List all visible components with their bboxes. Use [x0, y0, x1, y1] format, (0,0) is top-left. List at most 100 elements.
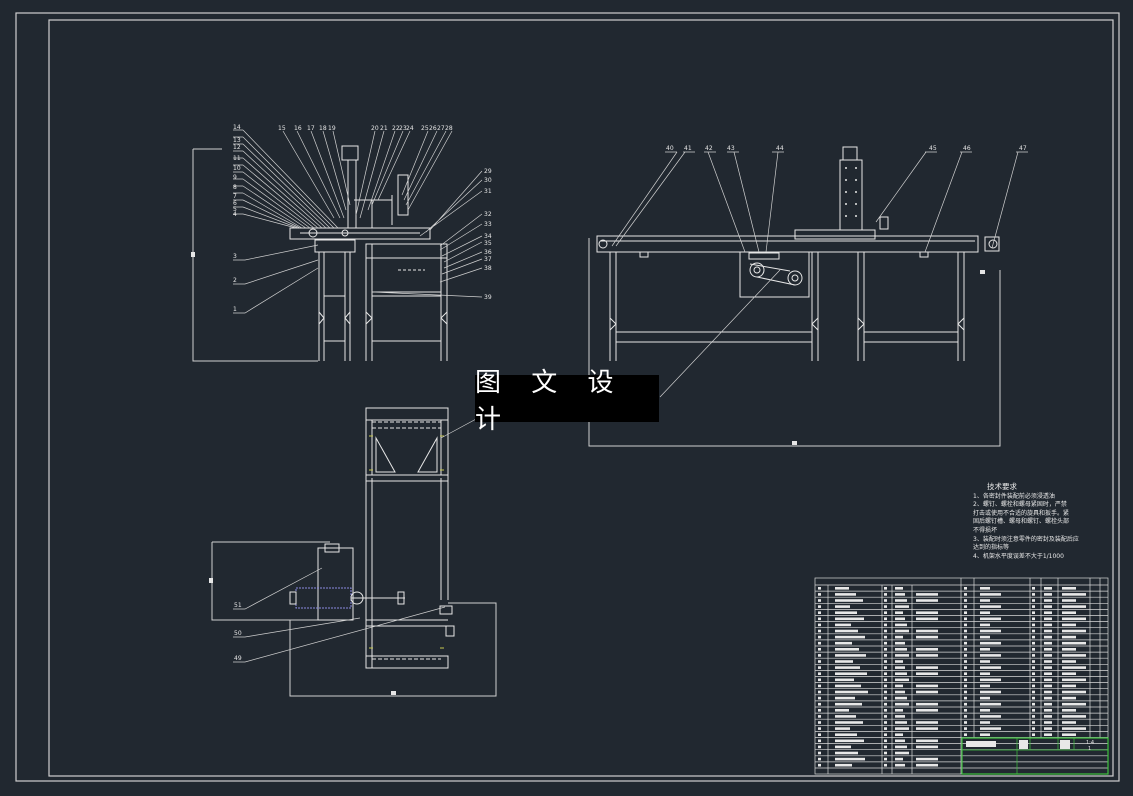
table-cell-text [818, 721, 821, 724]
table-cell-text [895, 617, 905, 621]
table-cell-text [818, 709, 821, 712]
table-cell-text [884, 593, 887, 596]
tech-req-line: 达到的指标等 [973, 544, 1010, 552]
part-label: 5 [233, 206, 237, 213]
table-cell-text [895, 654, 909, 657]
table-cell-text [980, 599, 990, 602]
side-view [192, 129, 483, 362]
table-cell-text [980, 721, 990, 724]
table-cell-text [895, 745, 907, 749]
part-label: 17 [307, 125, 315, 132]
table-cell-text [818, 727, 821, 730]
table-cell-text [1044, 617, 1052, 621]
table-cell-text [895, 611, 903, 614]
table-cell-text [835, 745, 851, 749]
table-cell-text [895, 641, 905, 645]
table-cell-text [1044, 635, 1052, 639]
table-cell-text [1044, 623, 1052, 627]
tech-req-line: 固后螺钉槽、螺母和螺钉、螺栓头部 [973, 518, 1070, 526]
table-cell-text [964, 641, 967, 645]
tech-req-line: 4、机架水平度误差不大于1/1000 [973, 552, 1064, 560]
table-cell-text [1062, 721, 1076, 724]
part-label: 45 [929, 145, 937, 152]
part-label: 19 [328, 125, 336, 132]
part-label: 36 [484, 249, 492, 256]
table-cell-text [835, 660, 853, 663]
table-cell-text [835, 690, 868, 694]
table-cell-text [916, 617, 938, 621]
table-cell-text [895, 666, 905, 669]
table-cell-text [1044, 721, 1052, 724]
table-cell-text [1032, 617, 1035, 621]
table-cell-text [835, 757, 865, 761]
part-label: 35 [484, 240, 492, 247]
front-view [588, 146, 1028, 447]
table-cell-text [884, 617, 887, 621]
table-cell-text [835, 599, 863, 602]
table-cell-text [1044, 599, 1052, 602]
tech-req-title: 技术要求 [987, 482, 1017, 491]
part-label: 24 [406, 125, 414, 132]
table-cell-text [1044, 733, 1052, 736]
table-cell-text [980, 733, 990, 736]
top-view-labels: 51 50 49 [234, 602, 242, 662]
table-cell-text [964, 617, 967, 621]
table-cell-text [916, 763, 938, 767]
table-cell-text [895, 733, 903, 736]
table-cell-text [1032, 623, 1035, 627]
table-cell-text [884, 629, 887, 633]
table-cell-text [1044, 587, 1052, 590]
table-cell-text [1044, 709, 1052, 712]
table-cell-text [1032, 641, 1035, 645]
table-cell-text [1062, 654, 1086, 657]
tech-req-line: 不得损坏 [973, 526, 998, 534]
table-cell-text [884, 733, 887, 736]
table-cell-text [818, 648, 821, 651]
table-cell-text [1044, 629, 1052, 633]
table-cell-text [818, 678, 821, 682]
table-cell-text [884, 702, 887, 706]
table-cell-text [818, 696, 821, 700]
table-cell-text [835, 635, 865, 639]
table-cell-text [895, 635, 903, 639]
table-cell-text [835, 641, 852, 645]
table-cell-text [964, 690, 967, 694]
sheet-number: 1 [1088, 746, 1091, 752]
table-cell-text [884, 763, 887, 767]
table-cell-text [884, 745, 887, 749]
table-cell-text [818, 587, 821, 590]
table-cell-text [884, 635, 887, 639]
table-cell-text [964, 611, 967, 614]
table-cell-text [1062, 684, 1076, 688]
table-cell-text [964, 715, 967, 718]
part-label: 51 [234, 602, 242, 609]
table-cell-text [1062, 678, 1086, 682]
table-cell-text [980, 629, 1001, 633]
part-label: 30 [484, 177, 492, 184]
part-label: 46 [963, 145, 971, 152]
table-cell-text [980, 587, 990, 590]
table-cell-text [884, 599, 887, 602]
table-cell-text [1044, 715, 1052, 718]
table-cell-text [818, 623, 821, 627]
table-cell-text [1062, 629, 1086, 633]
table-cell-text [895, 690, 905, 694]
tech-req-line: 1、各密封件装配前必须浸透油 [973, 492, 1055, 500]
table-cell-text [818, 690, 821, 694]
table-cell-text [1032, 654, 1035, 657]
part-label: 6 [233, 200, 237, 207]
table-cell-text [1062, 690, 1086, 694]
part-label: 31 [484, 188, 492, 195]
part-label: 27 [437, 125, 445, 132]
table-cell-text [980, 672, 990, 675]
table-cell-text [964, 684, 967, 688]
table-cell-text [980, 660, 990, 663]
table-cell-text [964, 678, 967, 682]
table-cell-text [1032, 599, 1035, 602]
table-cell-text [1062, 666, 1086, 669]
table-cell-text [1044, 654, 1052, 657]
table-cell-text [964, 702, 967, 706]
part-label: 2 [233, 277, 237, 284]
table-cell-text [1032, 587, 1035, 590]
